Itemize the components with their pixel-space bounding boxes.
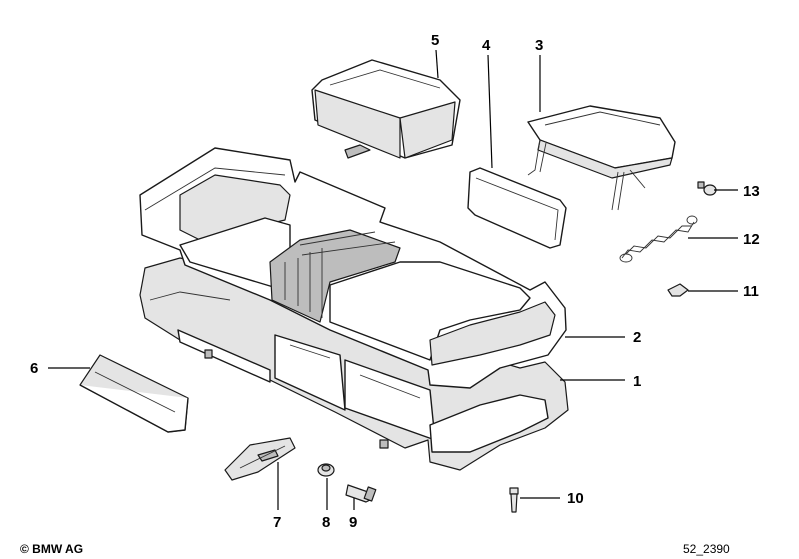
drawing-id: 52_2390 <box>683 542 730 556</box>
label-3: 3 <box>535 37 543 54</box>
part-2-seat-cushion[interactable] <box>139 147 567 389</box>
label-10: 10 <box>567 490 584 507</box>
part-8-grommet[interactable] <box>317 463 335 477</box>
part-6-tray[interactable] <box>79 354 189 433</box>
label-6: 6 <box>30 360 38 377</box>
part-11-clip[interactable] <box>667 283 689 297</box>
label-12: 12 <box>743 231 760 248</box>
part-9-bolt[interactable] <box>345 484 377 503</box>
label-9: 9 <box>349 514 357 531</box>
label-1: 1 <box>633 373 641 390</box>
label-5: 5 <box>431 32 439 49</box>
label-4: 4 <box>482 37 491 54</box>
part-13-fastener[interactable] <box>697 181 717 196</box>
part-number-labels: 1 2 3 4 5 6 7 8 9 10 11 12 13 <box>30 32 760 531</box>
leader-lines <box>48 49 738 510</box>
copyright-text: © BMW AG <box>20 542 83 556</box>
part-5-cushion-block[interactable] <box>311 59 461 159</box>
part-7-bracket[interactable] <box>224 437 296 481</box>
part-12-spring[interactable] <box>619 215 698 263</box>
label-2: 2 <box>633 329 641 346</box>
label-13: 13 <box>743 183 760 200</box>
part-10-screw[interactable] <box>509 487 519 513</box>
label-7: 7 <box>273 514 281 531</box>
part-1-seat-base[interactable] <box>139 257 569 471</box>
part-4-panel[interactable] <box>467 167 567 249</box>
part-3-armrest[interactable] <box>527 105 676 211</box>
label-8: 8 <box>322 514 330 531</box>
label-11: 11 <box>743 283 759 300</box>
